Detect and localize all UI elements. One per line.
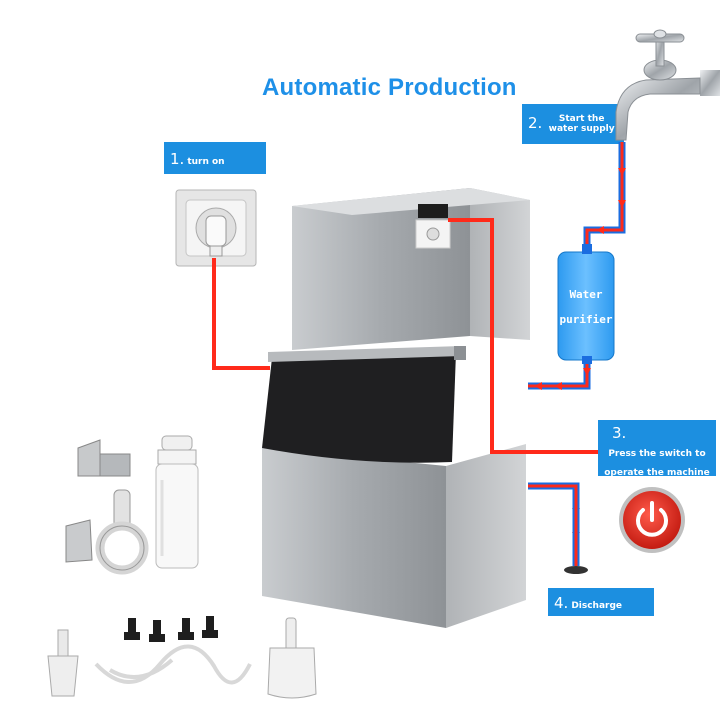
step-4-label: 4.Discharge sewage (548, 588, 654, 629)
step-2-text: Start the water supply (548, 113, 615, 134)
power-line (212, 218, 598, 454)
water-supply-line (528, 142, 626, 390)
floor-drain-icon (564, 566, 588, 574)
bin-door (262, 352, 456, 463)
step-1-label: 1.turn on electricity (164, 142, 266, 185)
filter-housing-icon (155, 435, 199, 569)
step-1-number: 1. (170, 150, 185, 168)
drain-line (528, 482, 580, 566)
step-3-number: 3. (612, 424, 627, 442)
power-button-icon (619, 487, 685, 553)
step-3-label: 3. Press the switch to operate the machin… (598, 420, 716, 478)
step-2-label: 2. Start the water supply (522, 104, 624, 144)
hose-icon (94, 644, 252, 685)
purifier-label-line2: purifier (559, 313, 613, 326)
step-2-number: 2. (528, 114, 543, 133)
water-purifier (557, 244, 615, 364)
control-display (418, 204, 448, 218)
filter-wrench-icon (95, 489, 149, 575)
clip-icon (65, 519, 93, 563)
mounting-bracket-icon (77, 439, 131, 477)
ice-machine (262, 188, 530, 628)
step-4-text: Discharge sewage (554, 601, 623, 630)
drain-fitting-icon (47, 629, 79, 697)
ice-scoop-icon (267, 617, 317, 699)
wall-socket-icon (175, 189, 257, 267)
step-3-text: Press the switch to operate the machine (604, 449, 710, 478)
step-4-number: 4. (554, 594, 569, 612)
diagram-title: Automatic Production (262, 74, 517, 101)
step-1-text: turn on electricity (170, 157, 225, 186)
hose-connectors-icon (124, 616, 218, 642)
purifier-label-line1: Water (569, 288, 603, 301)
water-tap-icon (615, 29, 720, 141)
